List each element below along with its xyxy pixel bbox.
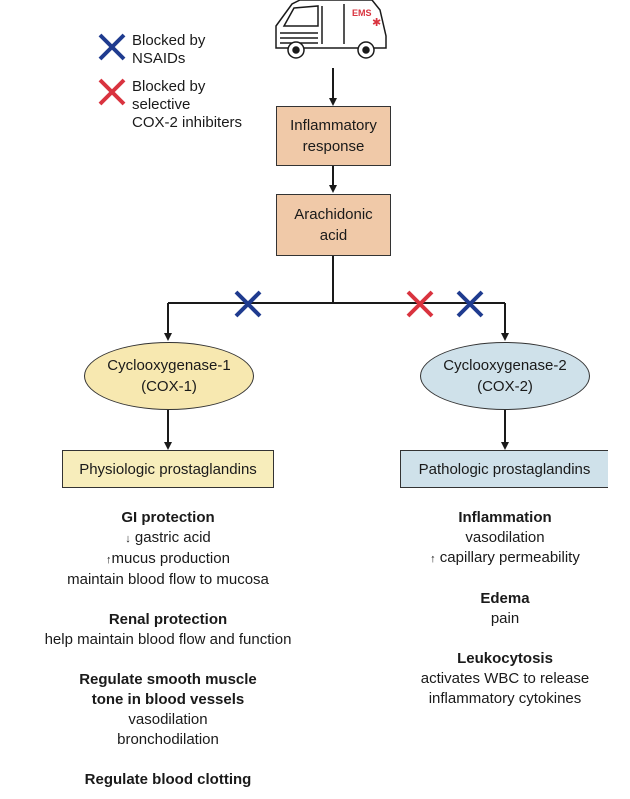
smooth-muscle-heading-2: tone in blood vessels: [91, 691, 245, 708]
leukocytosis-item-1: activates WBC to release: [420, 670, 590, 687]
legend-cox2-line2: selective: [132, 96, 191, 113]
svg-text:EMS: EMS: [352, 8, 372, 18]
inflammatory-line1: Inflammatory: [290, 117, 377, 134]
pathologic-label: Pathologic prostaglandins: [418, 460, 591, 478]
legend-nsaids: Blocked by NSAIDs: [132, 32, 205, 68]
ambulance-icon: EMS ✱: [275, 0, 387, 59]
gi-item-2: ↑mucus production: [8, 549, 328, 570]
arachidonic-line2: acid: [319, 227, 348, 244]
leukocytosis-item-2: inflammatory cytokines: [428, 690, 582, 707]
legend-cox2: Blocked by selective COX-2 inhibiters: [132, 78, 242, 132]
gi-protection-heading: GI protection: [121, 509, 215, 526]
gi-item-1-text: gastric acid: [134, 529, 211, 546]
inflammation-item-1: vasodilation: [465, 529, 545, 546]
up-arrow-icon: ↑: [106, 554, 112, 566]
cox2-line1: Cyclooxygenase-2: [443, 357, 567, 374]
legend-cox2-line3: COX-2 inhibiters: [132, 114, 243, 131]
renal-item-1: help maintain blood flow and function: [44, 631, 292, 648]
gi-item-1: ↓ gastric acid: [8, 528, 328, 549]
x-mark-icon: [98, 78, 126, 106]
smooth-item-1: vasodilation: [128, 711, 208, 728]
leukocytosis-heading: Leukocytosis: [457, 650, 553, 667]
x-mark-icon: [456, 290, 484, 318]
x-mark-icon: [98, 33, 126, 61]
arachidonic-line1: Arachidonic: [294, 206, 373, 223]
edema-heading: Edema: [480, 590, 530, 607]
legend-cox2-line1: Blocked by: [132, 78, 206, 95]
cox2-ellipse: Cyclooxygenase-2 (COX-2): [420, 342, 590, 410]
edema-item-1: pain: [490, 610, 520, 627]
inflammatory-response-box: Inflammatory response: [276, 106, 391, 166]
gi-item-2-text: mucus production: [111, 550, 230, 567]
down-arrow-icon: ↓: [125, 533, 131, 545]
legend-nsaids-line1: Blocked by: [132, 32, 206, 49]
physiologic-effects: GI protection ↓ gastric acid ↑mucus prod…: [8, 508, 328, 790]
legend-nsaids-line2: NSAIDs: [132, 50, 186, 67]
gi-item-3: maintain blood flow to mucosa: [67, 571, 269, 588]
physiologic-prostaglandins-box: Physiologic prostaglandins: [62, 450, 274, 488]
inflammatory-line2: response: [302, 138, 365, 155]
arachidonic-acid-box: Arachidonic acid: [276, 194, 391, 256]
x-mark-icon: [234, 290, 262, 318]
blood-clotting-heading: Regulate blood clotting: [84, 771, 252, 788]
svg-text:✱: ✱: [372, 17, 381, 29]
renal-protection-heading: Renal protection: [108, 611, 228, 628]
cox1-line2: (COX-1): [141, 378, 197, 395]
cox1-line1: Cyclooxygenase-1: [107, 357, 231, 374]
up-arrow-icon: ↑: [430, 553, 436, 565]
cox1-ellipse: Cyclooxygenase-1 (COX-1): [84, 342, 254, 410]
smooth-item-2: bronchodilation: [117, 731, 219, 748]
physiologic-label: Physiologic prostaglandins: [79, 460, 257, 478]
inflammation-heading: Inflammation: [458, 509, 552, 526]
smooth-muscle-heading-1: Regulate smooth muscle: [79, 671, 257, 688]
cox2-line2: (COX-2): [477, 378, 533, 395]
inflammation-item-2: ↑ capillary permeability: [370, 548, 630, 569]
pathologic-effects: Inflammation vasodilation ↑ capillary pe…: [370, 508, 630, 709]
inflammation-item-2-text: capillary permeability: [439, 549, 580, 566]
pathologic-prostaglandins-box: Pathologic prostaglandins: [400, 450, 608, 488]
x-mark-icon: [406, 290, 434, 318]
